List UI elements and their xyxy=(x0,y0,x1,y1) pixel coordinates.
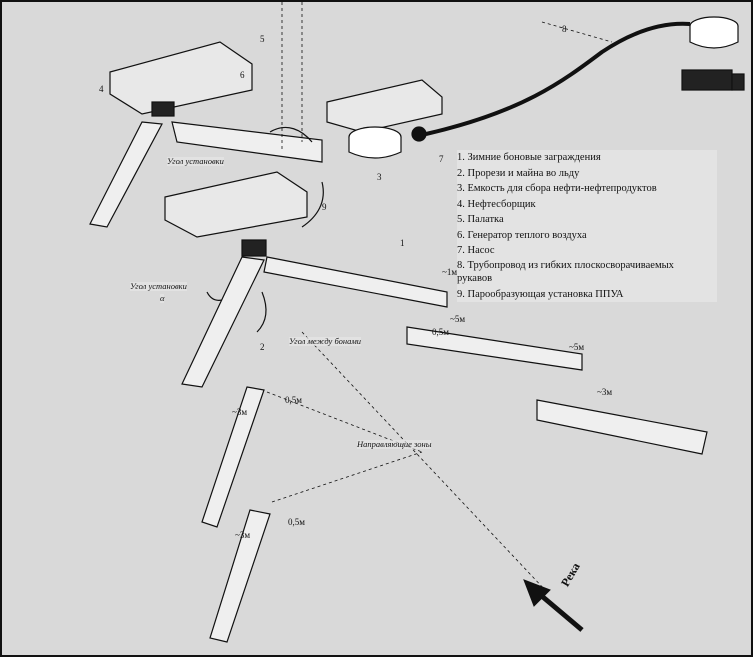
boom-top-horizontal xyxy=(171,121,323,163)
callout-7: 7 xyxy=(439,154,444,164)
legend-item-9: 9. Парообразующая установка ППУА xyxy=(457,288,624,300)
label-angle-between-booms: Угол между бонами xyxy=(289,336,362,346)
skimmer-mid xyxy=(241,239,267,257)
dim-9: 0,5м xyxy=(432,327,449,337)
legend-item-8: 8. Трубопровод из гибких плоскосворачива… xyxy=(457,259,674,284)
tent-right xyxy=(326,79,443,133)
label-angle-setup-top: Угол установки xyxy=(167,156,224,166)
dim-6: ~3м xyxy=(597,387,613,397)
legend-item-6: 6. Генератор теплого воздуха xyxy=(457,229,587,241)
tent-mid xyxy=(164,171,308,238)
boom-mid-horizontal xyxy=(263,256,448,308)
dim-8: 0,5м xyxy=(288,517,305,527)
callout-6: 6 xyxy=(240,70,245,80)
callout-5: 5 xyxy=(260,34,265,44)
skimmer-top xyxy=(151,101,175,117)
legend: 1. Зимние боновые заграждения 2. Прорези… xyxy=(457,150,717,302)
pump xyxy=(411,126,427,142)
callout-9: 9 xyxy=(322,202,327,212)
callout-3: 3 xyxy=(377,172,382,182)
legend-item-7: 7. Насос xyxy=(457,245,495,256)
label-alpha: α xyxy=(160,293,165,303)
boom-lower-1 xyxy=(201,386,265,528)
legend-item-2: 2. Прорези и майна во льду xyxy=(457,167,580,179)
boom-right-1 xyxy=(406,326,583,371)
dim-1: ~1м xyxy=(442,267,458,277)
pipeline xyxy=(425,21,691,136)
truck-body xyxy=(681,69,733,91)
boom-mid-vertical xyxy=(181,256,265,388)
callout-8: 8 xyxy=(562,24,567,34)
callout-4: 4 xyxy=(99,84,104,94)
boom-top-vertical xyxy=(89,121,163,228)
boom-right-2 xyxy=(536,399,708,455)
dim-7: ~3м xyxy=(235,530,251,540)
legend-item-1: 1. Зимние боновые заграждения xyxy=(457,152,601,163)
boom-lower-2 xyxy=(209,509,271,643)
legend-item-5: 5. Палатка xyxy=(457,214,504,225)
callout-1: 1 xyxy=(400,238,405,248)
tent-top xyxy=(109,41,253,115)
river-arrow xyxy=(523,579,584,632)
label-angle-setup-mid: Угол установки xyxy=(130,281,187,291)
legend-item-3: 3. Емкость для сбора нефти-нефтепродукто… xyxy=(457,183,657,194)
angle-arc xyxy=(256,291,267,333)
dim-4: ~3м xyxy=(232,407,248,417)
callout-2: 2 xyxy=(260,342,265,352)
dim-2: ~5м xyxy=(450,314,466,324)
dim-5: ~5м xyxy=(569,342,585,352)
dim-3: 0,5м xyxy=(285,395,302,405)
label-direct-zones: Направляющие зоны xyxy=(357,439,432,449)
legend-item-4: 4. Нефтесборщик xyxy=(457,198,536,210)
